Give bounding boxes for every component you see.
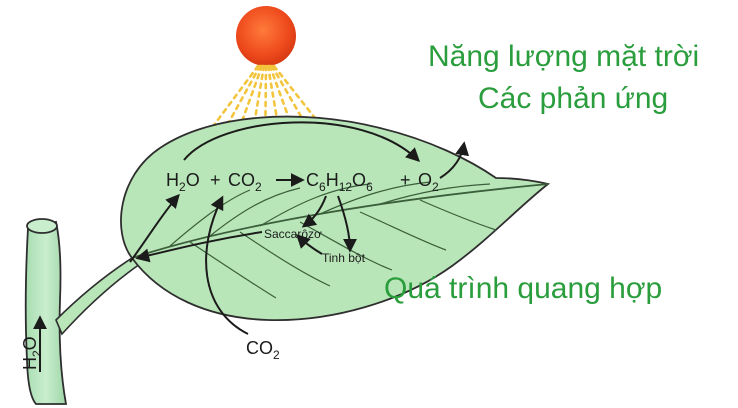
h2o-h: H — [166, 170, 179, 190]
stem-h: H — [20, 357, 40, 370]
saccarozo-label: Saccarôzơ — [264, 227, 322, 241]
co2-in-subscript: 2 — [273, 348, 280, 362]
title-solar-energy: Năng lượng mặt trời — [428, 40, 699, 73]
glucose-c: C — [306, 170, 319, 190]
title-photosynthesis: Quá trình quang hợp — [384, 272, 662, 305]
glucose-h-subscript: 12 — [339, 180, 353, 194]
plus-sign-1: + — [210, 170, 221, 190]
plus-sign-2: + — [400, 170, 411, 190]
stem-o: O — [20, 336, 40, 350]
sun — [236, 6, 296, 66]
svg-text:CO2: CO2 — [246, 338, 280, 362]
co2-co: CO — [228, 170, 255, 190]
h2o-o: O — [186, 170, 200, 190]
tinh-bot-label: Tinh bột — [322, 251, 366, 265]
glucose-h: H — [326, 170, 339, 190]
co2-in-co: CO — [246, 338, 273, 358]
o2-subscript: 2 — [432, 180, 439, 194]
o2-o: O — [418, 170, 432, 190]
plant-stem — [26, 219, 66, 404]
leaf-petiole — [56, 258, 140, 334]
glucose-o-subscript: 6 — [366, 180, 373, 194]
glucose-o: O — [352, 170, 366, 190]
title-reactions: Các phản ứng — [478, 82, 668, 115]
co2-subscript: 2 — [255, 180, 262, 194]
